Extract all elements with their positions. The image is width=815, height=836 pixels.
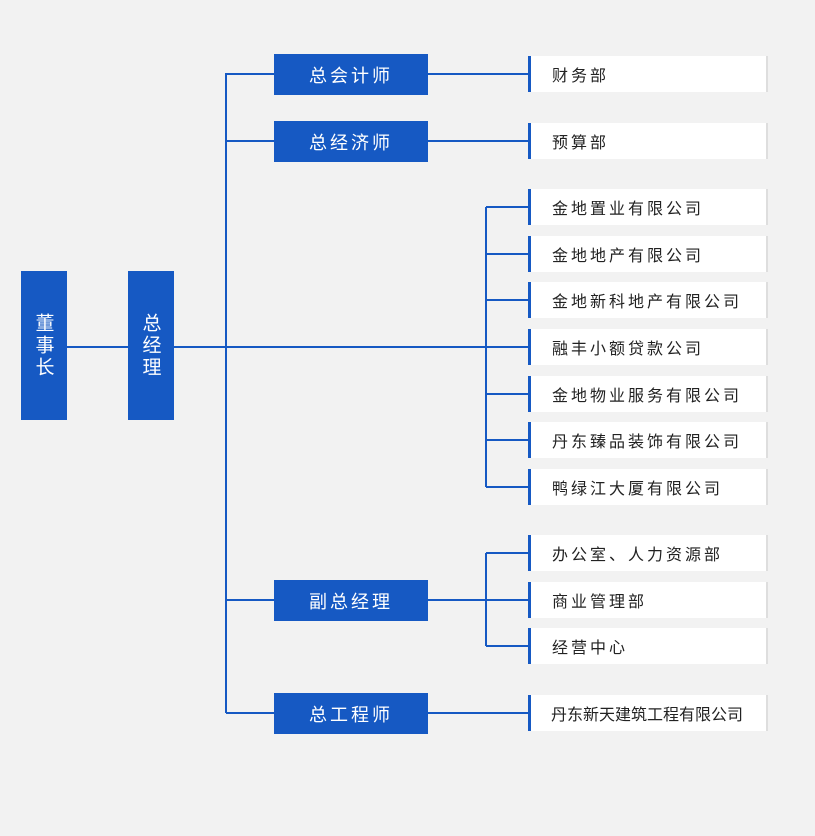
subsidiary-item: 金地新科地产有限公司 [528, 282, 766, 318]
deputy-dept-item: 商业管理部 [528, 582, 766, 618]
deputy-dept-item: 经营中心 [528, 628, 766, 664]
deputy-dept-item: 办公室、人力资源部 [528, 535, 766, 571]
deputy-gm-box: 副总经理 [274, 580, 428, 621]
chief-economist-box: 总经济师 [274, 121, 428, 162]
subsidiary-item: 金地置业有限公司 [528, 189, 766, 225]
subsidiary-item: 鸭绿江大厦有限公司 [528, 469, 766, 505]
dept-budget: 预算部 [528, 123, 766, 159]
subsidiary-item: 金地地产有限公司 [528, 236, 766, 272]
dept-finance: 财务部 [528, 56, 766, 92]
chairman-box: 董事长 [21, 271, 67, 420]
dept-engineering: 丹东新天建筑工程有限公司 [528, 695, 766, 731]
subsidiary-item: 金地物业服务有限公司 [528, 376, 766, 412]
general-manager-box: 总经理 [128, 271, 174, 420]
subsidiary-item: 融丰小额贷款公司 [528, 329, 766, 365]
subsidiary-item: 丹东臻品装饰有限公司 [528, 422, 766, 458]
chief-engineer-box: 总工程师 [274, 693, 428, 734]
chief-accountant-box: 总会计师 [274, 54, 428, 95]
